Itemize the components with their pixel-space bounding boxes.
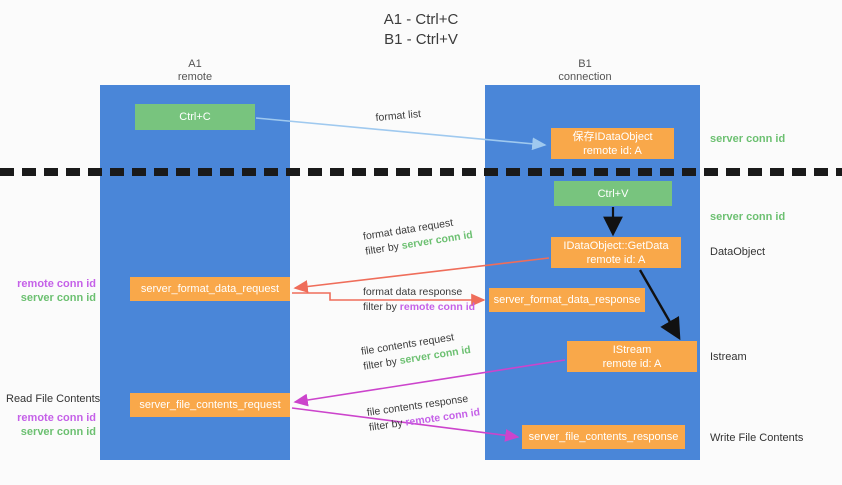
node-server-file-contents-response-label: server_file_contents_response (528, 431, 679, 443)
lane-header-a1: A1 remote (95, 58, 295, 84)
title-line-1: A1 - Ctrl+C (383, 11, 459, 28)
node-server-format-data-response[interactable]: server_format_data_response (489, 288, 645, 312)
phase-divider (0, 168, 842, 176)
side-label-dataobject: DataObject (710, 246, 766, 258)
edge-label-format-list-text: format list (375, 108, 422, 124)
side-label-server-conn-id: server conn id (20, 292, 96, 304)
side-label-conn-ids-bottom: remote conn id server conn id (6, 411, 96, 439)
edge-label-format-data-response-text: format data response (363, 286, 463, 298)
node-ctrl-c-label: Ctrl+C (179, 111, 211, 123)
edge-label-format-data-response-filter: filter by remote conn id (363, 300, 475, 315)
node-server-format-data-request[interactable]: server_format_data_request (130, 277, 290, 301)
node-server-file-contents-request[interactable]: server_file_contents_request (130, 393, 290, 417)
node-istream-remote-id: remote id: A (602, 357, 662, 370)
edge-label-format-data-request: format data request filter by server con… (362, 213, 474, 260)
side-label-write-file-contents: Write File Contents (710, 432, 804, 444)
edge-label-format-data-response: format data response filter by remote co… (363, 285, 475, 315)
lane-header-a1-sub: remote (177, 71, 213, 83)
side-label-server-conn-id-2: server conn id (710, 211, 786, 223)
node-server-format-data-response-label: server_format_data_response (493, 294, 641, 306)
page-title: A1 - Ctrl+C B1 - Ctrl+V (0, 10, 842, 50)
node-idataobject-getdata-remote-id: remote id: A (586, 253, 646, 266)
side-label-server-conn-id-1: server conn id (710, 133, 786, 145)
lane-header-b1-sub: connection (558, 71, 612, 83)
node-server-format-data-request-label: server_format_data_request (140, 283, 280, 295)
node-istream-label: IStream (612, 343, 652, 356)
node-ctrl-c[interactable]: Ctrl+C (135, 104, 255, 130)
node-save-idataobject-label: 保存IDataObject (572, 130, 653, 143)
lane-header-b1-name: B1 (578, 58, 592, 70)
node-save-idataobject[interactable]: 保存IDataObject remote id: A (551, 128, 674, 159)
node-idataobject-getdata-label: IDataObject::GetData (563, 239, 669, 252)
filter-prefix: filter by (368, 416, 407, 434)
side-label-remote-conn-id: remote conn id (17, 278, 96, 290)
edge-label-file-contents-request: file contents request filter by server c… (360, 328, 472, 375)
edge-label-file-contents-response: file contents response filter by remote … (366, 390, 481, 435)
edge-label-format-list: format list (375, 107, 422, 126)
side-label-read-file-contents: Read File Contents (6, 393, 101, 405)
node-istream[interactable]: IStream remote id: A (567, 341, 697, 372)
lane-header-a1-name: A1 (188, 58, 202, 70)
node-server-file-contents-response[interactable]: server_file_contents_response (522, 425, 685, 449)
node-ctrl-v-label: Ctrl+V (597, 187, 629, 200)
side-label-conn-ids-top: remote conn id server conn id (6, 277, 96, 305)
side-label-remote-conn-id: remote conn id (17, 412, 96, 424)
node-server-file-contents-request-label: server_file_contents_request (139, 399, 281, 411)
filter-value-remote-conn-id: remote conn id (399, 301, 476, 313)
lane-header-b1: B1 connection (485, 58, 685, 84)
node-idataobject-getdata[interactable]: IDataObject::GetData remote id: A (551, 237, 681, 268)
node-save-idataobject-remote-id: remote id: A (583, 144, 642, 157)
node-ctrl-v[interactable]: Ctrl+V (554, 181, 672, 206)
filter-prefix: filter by (363, 301, 400, 313)
title-line-2: B1 - Ctrl+V (384, 31, 458, 48)
side-label-server-conn-id: server conn id (20, 426, 96, 438)
side-label-istream: Istream (710, 351, 747, 363)
